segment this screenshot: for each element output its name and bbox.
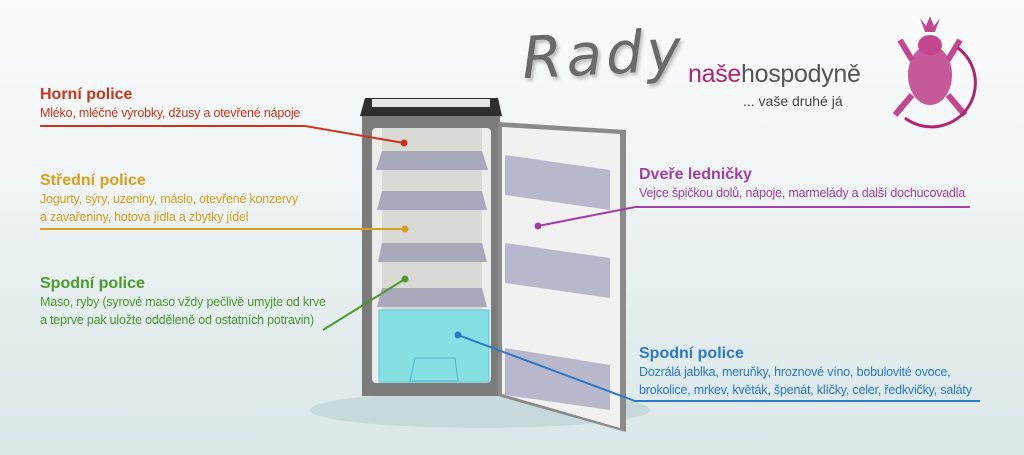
brand-name: našehospodyně [688,60,861,89]
label-top-shelf: Horní police Mléko, mléčné výrobky, džus… [40,86,300,122]
frog-logo-icon [892,16,977,129]
brand-name-rest: hospodyně [741,60,861,88]
label-title: Spodní police [639,345,744,362]
crisper-dot [454,331,462,339]
label-desc: brokolice, mrkev, květák, špenát, klíčky… [639,383,972,397]
middle-shelf-dot [401,225,409,233]
label-desc: a teprve pak uložte odděleně od ostatníc… [40,313,315,327]
crisper-handle [409,357,459,382]
shelf [376,151,488,170]
door-dot [534,222,542,230]
label-desc: Jogurty, sýry, uzeniny, máslo, otevřené … [40,192,298,206]
crown-icon [920,16,940,32]
crisper-leader [457,334,980,402]
bottom-shelf-leader [322,278,406,331]
label-door: Dveře ledničky Vejce špičkou dolů, nápoj… [639,166,965,202]
label-title: Horní police [40,86,133,103]
label-crisper: Spodní police Dozrálá jablka, meruňky, h… [639,345,972,399]
shelf [377,288,487,307]
shelf [378,243,487,262]
label-desc: Mléko, mléčné výrobky, džusy a otevřené … [40,106,301,120]
label-middle-shelf: Střední police Jogurty, sýry, uzeniny, m… [40,172,298,226]
label-title: Dveře ledničky [639,166,752,183]
page-title: Rady [520,15,687,93]
bottom-shelf-dot [401,275,409,283]
label-desc: a zavařeniny, hotová jídla a zbytky jíde… [40,210,249,224]
label-desc: Vejce špičkou dolů, nápoje, marmelády a … [639,186,966,200]
top-shelf-dot [400,139,408,147]
top-shelf-leader [40,125,405,144]
door-bins [505,155,610,410]
brand-tagline: ... vaše druhé já [743,93,843,109]
crisper-drawer [378,309,490,383]
label-desc: Dozrálá jablka, meruňky, hroznové víno, … [639,365,951,379]
label-bottom-shelf: Spodní police Maso, ryby (syrové maso vž… [40,275,326,329]
label-title: Střední police [40,172,146,189]
label-desc: Maso, ryby (syrové maso vždy pečlivě umy… [40,295,326,309]
brand-name-accent: naše [688,60,742,88]
label-title: Spodní police [40,275,145,292]
shelves [376,151,488,307]
shelf [377,191,487,210]
door-leader [537,206,970,227]
